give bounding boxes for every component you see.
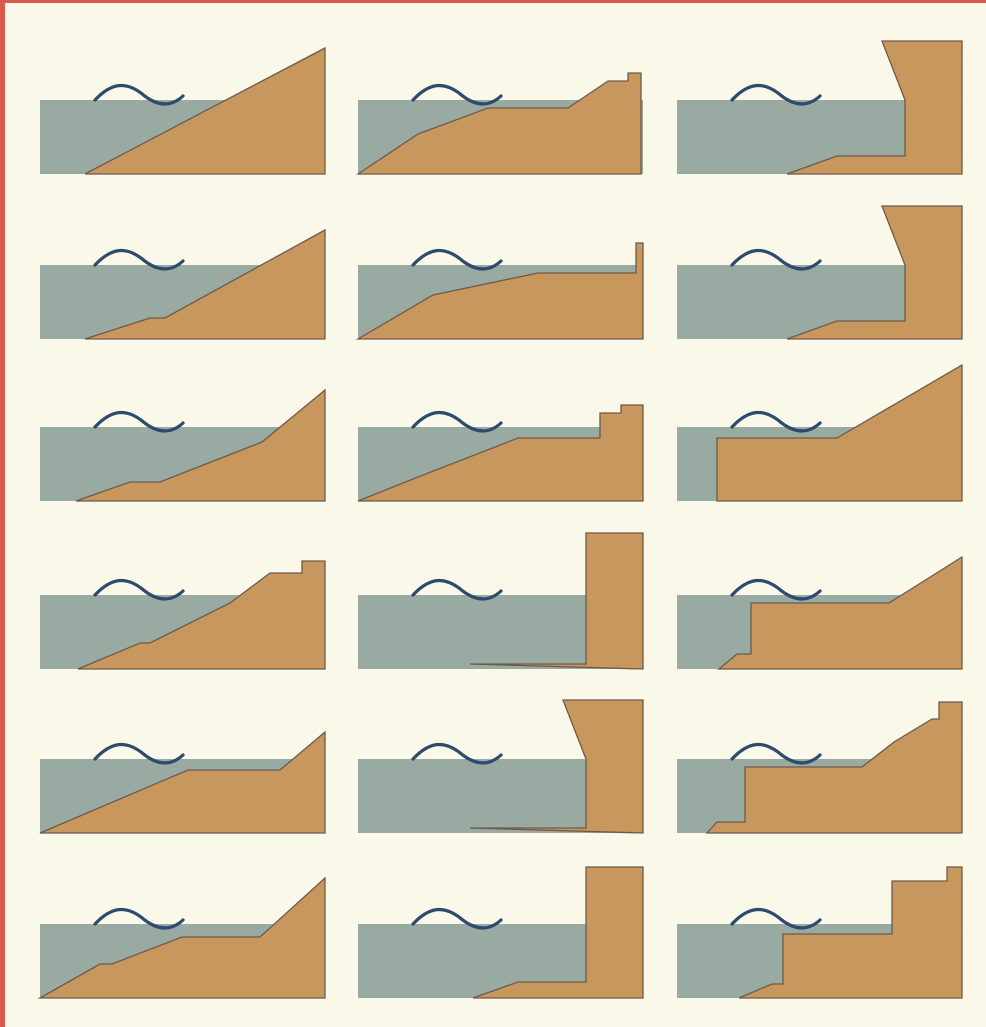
shore-profile xyxy=(738,866,963,999)
shore-profile xyxy=(472,866,644,999)
coastal-profile-panel xyxy=(40,388,326,502)
wave-icon xyxy=(730,249,822,271)
shore-profile xyxy=(357,404,644,502)
shore-profile xyxy=(705,701,963,834)
wave-icon xyxy=(93,84,185,106)
coastal-profile-panel xyxy=(39,730,326,834)
shore-profile xyxy=(469,532,644,670)
wave-icon xyxy=(411,743,503,765)
shore-profile xyxy=(84,228,326,340)
wave-icon xyxy=(93,249,185,271)
wave-icon xyxy=(730,908,822,930)
coastal-profile-panel xyxy=(40,46,326,175)
shore-profile xyxy=(355,242,644,340)
wave-icon xyxy=(93,411,185,433)
shore-profile xyxy=(84,46,326,175)
wave-icon xyxy=(93,908,185,930)
coastal-profile-panel xyxy=(358,699,644,834)
wave-icon xyxy=(411,411,503,433)
wave-icon xyxy=(730,84,822,106)
shore-profile xyxy=(75,388,326,502)
coastal-profile-panel xyxy=(677,205,963,340)
shore-profile xyxy=(39,730,326,834)
wave-icon xyxy=(411,579,503,601)
coastal-profile-panel xyxy=(37,876,326,999)
coastal-profile-panel xyxy=(40,560,326,670)
shore-profile xyxy=(786,205,963,340)
coastal-profile-panel xyxy=(40,228,326,340)
shore-profile xyxy=(355,72,642,175)
coastal-profile-panel xyxy=(677,701,963,834)
shore-profile xyxy=(786,40,963,175)
shore-profile xyxy=(37,876,326,999)
shore-profile xyxy=(77,560,326,670)
wave-icon xyxy=(411,908,503,930)
wave-icon xyxy=(411,84,503,106)
wave-icon xyxy=(730,411,822,433)
wave-icon xyxy=(730,743,822,765)
coastal-profile-panel xyxy=(358,866,644,999)
coastal-profile-panel xyxy=(357,404,644,502)
coastal-profile-panel xyxy=(677,866,963,999)
coastal-profile-panel xyxy=(677,40,963,175)
shore-profile xyxy=(717,555,963,670)
coastal-profile-panel xyxy=(677,363,963,502)
coastal-profile-panel xyxy=(358,532,644,670)
wave-icon xyxy=(93,579,185,601)
shore-profile xyxy=(716,363,963,502)
wave-icon xyxy=(730,579,822,601)
wave-icon xyxy=(93,743,185,765)
wave-icon xyxy=(411,249,503,271)
coastal-profile-panel xyxy=(355,72,643,175)
coastal-profile-panel xyxy=(355,242,644,340)
coastal-profile-panel xyxy=(677,555,963,670)
shore-profile xyxy=(469,699,644,834)
